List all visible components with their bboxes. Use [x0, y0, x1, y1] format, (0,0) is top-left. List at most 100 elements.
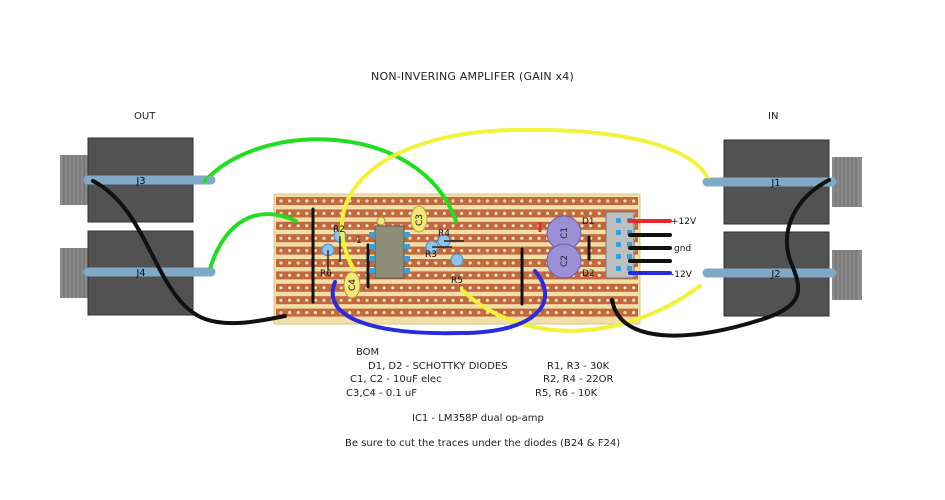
strip-hole: [399, 286, 403, 290]
strip-hole: [597, 249, 601, 253]
jack-j1: J1: [702, 139, 862, 225]
bom-ic: IC1 - LM358P dual op-amp: [412, 413, 544, 424]
strip-hole: [339, 199, 343, 203]
bom-note: Be sure to cut the traces under the diod…: [345, 438, 621, 449]
strip-hole: [322, 236, 326, 240]
strip-hole: [494, 261, 498, 265]
strip-hole: [554, 298, 558, 302]
strip-hole: [356, 236, 360, 240]
strip-hole: [520, 199, 524, 203]
strip-hole: [477, 273, 481, 277]
strip-hole: [365, 211, 369, 215]
strip-hole: [580, 286, 584, 290]
in-label: IN: [768, 111, 779, 122]
strip-hole: [614, 298, 619, 302]
strip-hole: [580, 298, 584, 302]
strip-hole: [528, 311, 533, 315]
strip-hole: [331, 211, 335, 215]
strip-hole: [485, 236, 489, 240]
strip-hole: [279, 273, 283, 277]
strip-hole: [606, 199, 610, 203]
strip-hole: [451, 311, 455, 315]
strip-hole: [322, 311, 326, 315]
strip-hole: [348, 298, 352, 302]
copper-strip: [276, 308, 638, 317]
strip-hole: [503, 261, 507, 265]
strip-hole: [597, 236, 601, 240]
strip-hole: [434, 199, 438, 203]
strip-hole: [571, 286, 576, 290]
strip-hole: [606, 298, 610, 302]
strip-hole: [408, 298, 412, 302]
strip-hole: [305, 286, 309, 290]
strip-hole: [442, 311, 446, 315]
strip-hole: [322, 199, 326, 203]
label-minus12v: -12V: [671, 270, 693, 280]
strip-hole: [442, 286, 446, 290]
strip-hole: [331, 273, 335, 277]
strip-hole: [331, 224, 335, 228]
strip-hole: [417, 311, 421, 315]
strip-hole: [485, 273, 489, 277]
strip-hole: [537, 249, 541, 253]
strip-hole: [339, 286, 343, 290]
strip-hole: [614, 286, 619, 290]
strip-hole: [580, 224, 584, 228]
strip-hole: [356, 249, 360, 253]
strip-hole: [417, 261, 421, 265]
diagram-title: NON-INVERING AMPLIFER (GAIN x4): [371, 70, 574, 83]
strip-hole: [425, 311, 429, 315]
jack-j1-label: J1: [770, 178, 780, 189]
strip-hole: [623, 298, 627, 302]
strip-hole: [305, 199, 309, 203]
strip-hole: [468, 311, 472, 315]
strip-hole: [305, 298, 309, 302]
jack-j1-sleeve: [832, 157, 862, 207]
strip-hole: [365, 199, 369, 203]
strip-hole: [537, 286, 541, 290]
strip-hole: [434, 298, 438, 302]
strip-hole: [477, 261, 481, 265]
strip-hole: [537, 298, 541, 302]
strip-hole: [451, 286, 455, 290]
strip-hole: [503, 286, 507, 290]
label-r4: R4: [438, 229, 450, 239]
strip-hole: [442, 249, 446, 253]
strip-hole: [434, 273, 438, 277]
strip-hole: [477, 249, 481, 253]
strip-hole: [503, 298, 507, 302]
strip-hole: [296, 311, 300, 315]
strip-hole: [305, 311, 309, 315]
jack-j2: J2: [702, 231, 862, 317]
strip-hole: [597, 211, 601, 215]
strip-hole: [468, 199, 472, 203]
strip-hole: [632, 298, 636, 302]
strip-hole: [537, 199, 541, 203]
strip-hole: [528, 224, 533, 228]
label-d1: D1: [582, 217, 595, 227]
strip-hole: [546, 286, 550, 290]
strip-hole: [623, 311, 627, 315]
strip-hole: [511, 249, 515, 253]
strip-hole: [322, 261, 326, 265]
strip-hole: [348, 249, 352, 253]
strip-hole: [382, 286, 386, 290]
strip-hole: [296, 249, 300, 253]
strip-hole: [288, 236, 292, 240]
strip-hole: [365, 311, 369, 315]
strip-hole: [511, 211, 515, 215]
strip-hole: [528, 236, 533, 240]
strip-hole: [296, 224, 300, 228]
capacitor-c3: [410, 205, 428, 233]
strip-hole: [528, 286, 533, 290]
strip-hole: [279, 249, 283, 253]
strip-hole: [468, 249, 472, 253]
strip-hole: [322, 286, 326, 290]
strip-hole: [546, 273, 550, 277]
strip-hole: [589, 261, 593, 265]
strip-hole: [460, 249, 464, 253]
strip-hole: [296, 286, 300, 290]
strip-hole: [485, 249, 489, 253]
strip-hole: [632, 311, 636, 315]
strip-hole: [477, 286, 481, 290]
